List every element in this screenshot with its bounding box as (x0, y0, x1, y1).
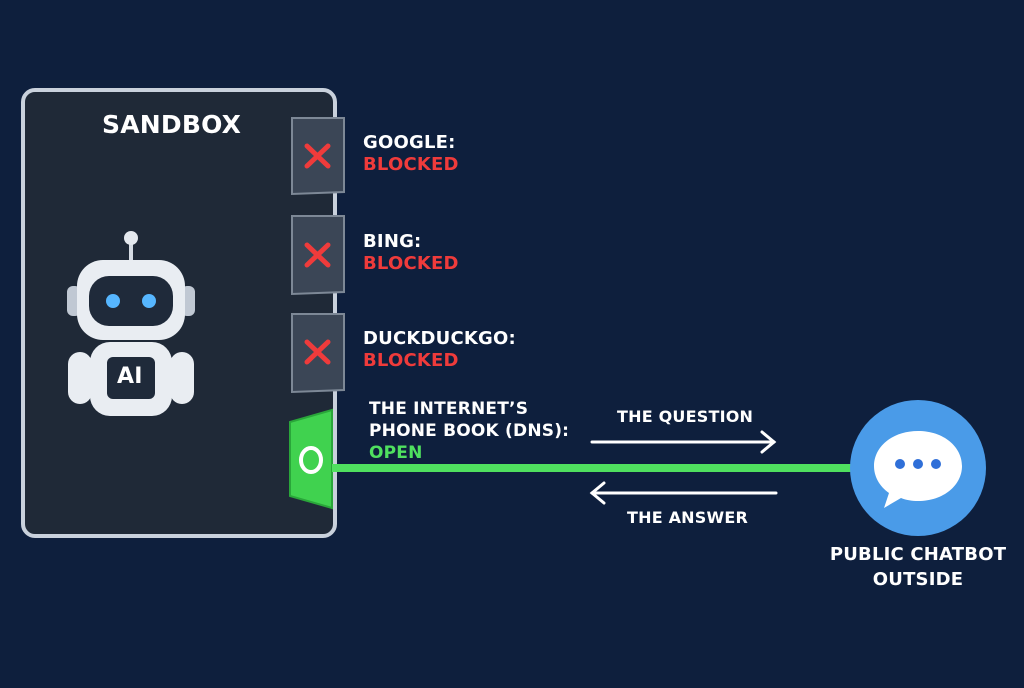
chatbot-label-line2: OUTSIDE (872, 569, 964, 590)
door-label-duckduckgo: DUCKDUCKGO: BLOCKED (363, 328, 516, 372)
chatbot-label-line1: PUBLIC CHATBOT (829, 544, 1007, 565)
door-bing (291, 215, 345, 296)
door-name: DUCKDUCKGO: (363, 328, 516, 349)
dns-status: OPEN (369, 443, 423, 463)
door-status: BLOCKED (363, 253, 459, 274)
chatbot-icon (850, 400, 986, 536)
door-label-google: GOOGLE: BLOCKED (363, 132, 459, 176)
door-google (291, 117, 345, 196)
blocked-x-icon (304, 339, 331, 365)
question-arrow (590, 430, 777, 454)
sandbox-title: SANDBOX (102, 110, 242, 139)
blocked-x-icon (304, 242, 331, 268)
answer-label: THE ANSWER (627, 508, 748, 527)
dns-label-line1: THE INTERNET’S (369, 399, 529, 419)
ai-chip (107, 357, 155, 399)
dns-label: THE INTERNET’S PHONE BOOK (DNS): OPEN (369, 398, 569, 464)
door-status: BLOCKED (363, 350, 459, 371)
chatbot-label: PUBLIC CHATBOT OUTSIDE (828, 542, 1008, 592)
blocked-x-icon (304, 143, 331, 169)
open-o-icon (299, 446, 323, 474)
ai-chip-label: AI (117, 364, 143, 389)
dns-connection-line (332, 464, 860, 472)
robot-icon (67, 231, 195, 416)
door-label-bing: BING: BLOCKED (363, 231, 459, 275)
door-name: BING: (363, 231, 422, 252)
door-name: GOOGLE: (363, 132, 456, 153)
door-dns-open (289, 408, 333, 510)
question-label: THE QUESTION (617, 407, 754, 426)
door-duckduckgo (291, 313, 345, 394)
door-status: BLOCKED (363, 154, 459, 175)
answer-arrow (589, 481, 778, 505)
dns-label-line2: PHONE BOOK (DNS): (369, 421, 570, 441)
